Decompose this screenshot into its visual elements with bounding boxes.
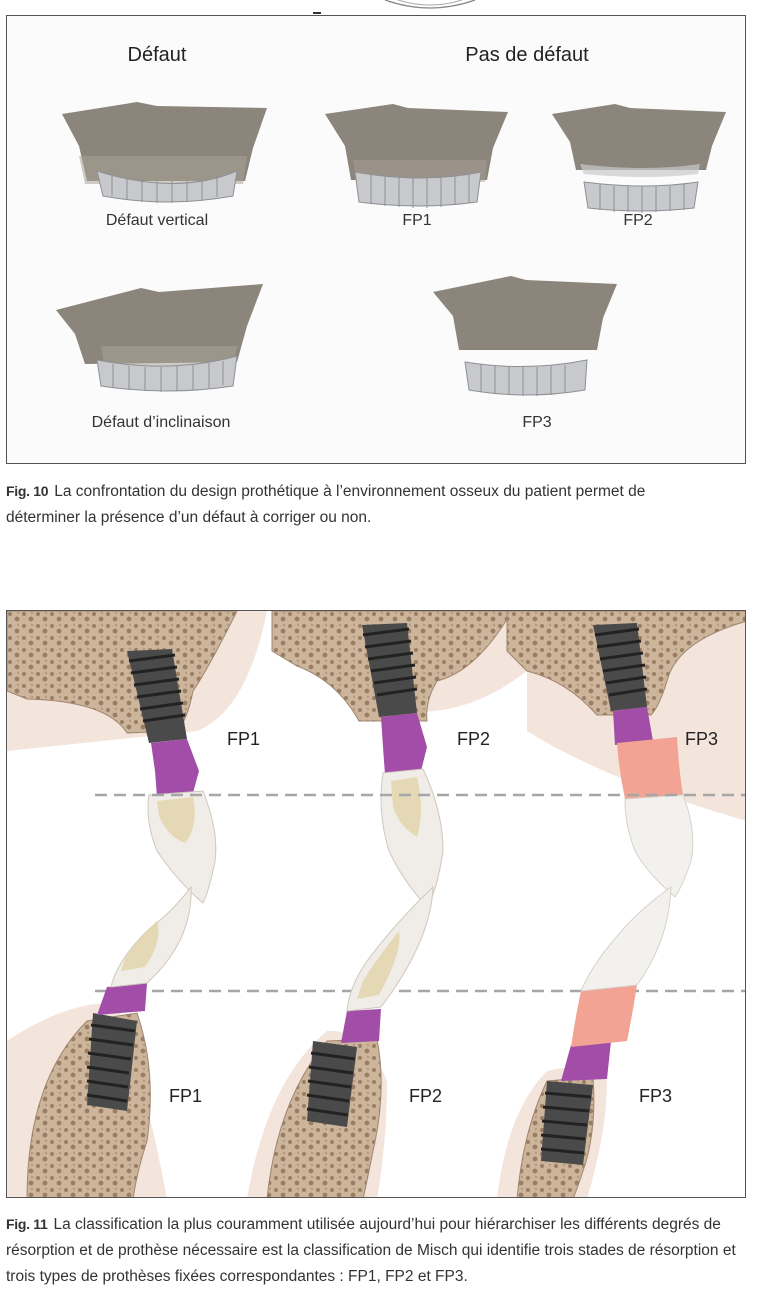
label-defect-inclination: Défaut d’inclinaison — [91, 414, 231, 431]
upper-label-fp1: FP1 — [227, 729, 261, 749]
lower-label-fp3: FP3 — [639, 1086, 673, 1106]
page-top-rule — [313, 12, 321, 14]
jaw-model-fp3 — [433, 276, 617, 396]
lower-label-fp1: FP1 — [169, 1086, 203, 1106]
upper-crown-fp3 — [624, 794, 694, 898]
label-fp2: FP2 — [623, 212, 653, 229]
figure-11-number: Fig. 11 — [6, 1216, 48, 1232]
upper-pink-fp3 — [617, 737, 683, 799]
misch-classification-illustration — [7, 611, 745, 1197]
jaw-model-fp2 — [552, 104, 726, 213]
lower-pink-fp3 — [571, 985, 637, 1047]
upper-implant-3 — [593, 623, 653, 745]
heading-defect: Défaut — [127, 44, 187, 66]
lower-label-fp2: FP2 — [409, 1086, 443, 1106]
label-fp1: FP1 — [402, 212, 432, 229]
jaw-model-inclination-defect — [56, 284, 263, 392]
upper-label-fp2: FP2 — [457, 729, 491, 749]
label-defect-vertical: Défaut vertical — [105, 212, 209, 229]
label-fp3: FP3 — [522, 414, 552, 431]
lower-crown-fp3 — [580, 886, 672, 992]
lower-implant-2 — [306, 1009, 381, 1127]
figure-11-panel: FP1 FP2 FP3 FP1 FP2 FP3 — [6, 610, 746, 1198]
lower-implant-1 — [86, 983, 147, 1111]
jaw-model-vertical-defect — [62, 102, 267, 203]
figure-10-panel: Défaut Pas de défaut Défaut vertical FP1… — [6, 15, 746, 464]
figure-11-caption-text: La classification la plus couramment uti… — [6, 1216, 736, 1285]
seal-fragment — [384, 0, 476, 9]
figure-10-number: Fig. 10 — [6, 483, 49, 499]
upper-label-fp3: FP3 — [685, 729, 719, 749]
figure-10-caption-text: La confrontation du design prothétique à… — [6, 483, 646, 526]
lower-implant-3 — [540, 1041, 611, 1165]
upper-implant-2 — [362, 623, 427, 775]
jaw-model-fp1 — [325, 104, 508, 208]
heading-no-defect: Pas de défaut — [465, 44, 589, 66]
